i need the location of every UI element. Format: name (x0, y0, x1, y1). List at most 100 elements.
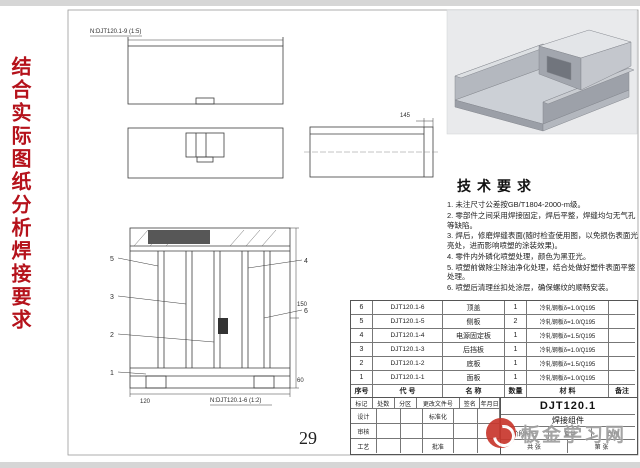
vertical-lesson-title: 结合实际图纸分析焊接要求 (8, 56, 30, 332)
parts-header-code: 代 号 (373, 385, 443, 397)
part-row-code: DJT120.1-3 (373, 343, 443, 357)
part-row-qty: 1 (505, 357, 527, 371)
front-dim-height-a: 150 (297, 302, 308, 308)
tech-requirement-item: 4. 零件内外磷化喷塑处理，颜色为黑亚光。 (447, 251, 591, 261)
sheet-frame (67, 9, 639, 456)
tb-label-process: 工艺 (351, 439, 377, 453)
view-middle (127, 127, 284, 179)
part-row-remark (609, 343, 635, 357)
part-row-name: 侧板 (443, 315, 505, 329)
tb-label-count: 处数 (372, 398, 395, 409)
tb-blank (400, 409, 423, 424)
part-row-code: DJT120.1-1 (373, 371, 443, 385)
part-row-material: 冷轧钢板δ=1.5/Q195 (527, 329, 609, 343)
part-row-remark (609, 315, 635, 329)
view-side (304, 118, 439, 178)
tech-requirement-item: 6. 喷塑后清理丝扣处涂层，确保螺纹的顺畅安装。 (447, 283, 613, 292)
callout-leaders (117, 257, 303, 375)
bottom-edge-strip (0, 462, 640, 468)
tb-blank (376, 409, 401, 424)
technical-requirements: 技术要求 1. 未注尺寸公差按GB/T1804-2000-m级。 2. 零部件之… (447, 176, 639, 294)
part-row-remark (609, 329, 635, 343)
part-row-no: 5 (351, 315, 373, 329)
parts-header-no: 序号 (351, 385, 373, 397)
tb-label-check: 审核 (351, 424, 377, 439)
page-number: 29 (299, 428, 317, 448)
tb-label-date: 年月日 (480, 398, 501, 409)
part-row-name: 面板 (443, 371, 505, 385)
part-row-no: 2 (351, 357, 373, 371)
part-row-qty: 2 (505, 315, 527, 329)
part-row-qty: 1 (505, 371, 527, 385)
part-row-material: 冷轧钢板δ=1.0/Q195 (527, 343, 609, 357)
parts-header-remark: 备注 (609, 385, 635, 397)
part-row-material: 冷轧钢板δ=1.0/Q195 (527, 371, 609, 385)
tb-blank (454, 439, 479, 453)
callout-2: 2 (110, 332, 114, 339)
tech-requirement-item: 5. 喷塑前做除尘除油净化处理，结合处做好塑件表面平整处理。 (447, 262, 636, 282)
part-row-no: 1 (351, 371, 373, 385)
tb-label-change-doc: 更改文件号 (416, 398, 461, 409)
tb-blank (377, 439, 401, 453)
tech-requirement-item: 1. 未注尺寸公差按GB/T1804-2000-m级。 (447, 200, 585, 209)
part-row-remark (609, 301, 635, 315)
part-row-code: DJT120.1-6 (373, 301, 443, 315)
part-row-material: 冷轧钢板δ=1.5/Q195 (527, 357, 609, 371)
tb-blank (400, 424, 423, 439)
part-row-qty: 1 (505, 329, 527, 343)
callout-5: 5 (110, 256, 114, 263)
tb-label-zone: 分区 (394, 398, 417, 409)
tb-label-weight: 重量 (549, 427, 592, 440)
tb-label-sheets: 共 张 (501, 440, 568, 453)
iso-render (446, 9, 638, 135)
part-row-material: 冷轧钢板δ=1.0/Q195 (527, 301, 609, 315)
part-row-remark (609, 371, 635, 385)
tb-blank (454, 424, 479, 439)
part-row-remark (609, 357, 635, 371)
tb-blank (376, 424, 401, 439)
title-block: 标记 处数 分区 更改文件号 签名 年月日 设计 标准化 审核 (350, 397, 638, 455)
tb-blank (401, 439, 423, 453)
front-view-label: N:DJT120.1-6 (1:2) (210, 398, 261, 404)
tb-label-standard: 标准化 (422, 409, 455, 424)
tb-label-approve: 批准 (423, 439, 455, 453)
part-row-no: 4 (351, 329, 373, 343)
tb-label-sign: 签名 (460, 398, 481, 409)
callout-4: 4 (304, 258, 308, 265)
part-row-qty: 1 (505, 343, 527, 357)
watermark: 板金学习网 (486, 418, 626, 448)
tb-blank (454, 409, 479, 424)
part-row-name: 电源固定板 (443, 329, 505, 343)
technical-requirements-title: 技术要求 (457, 178, 537, 194)
part-row-name: 后挡板 (443, 343, 505, 357)
tech-requirement-item: 3. 焊后，修磨焊缝表面(随时检查使用图，以免损伤表面光亮处，进而影响喷塑的涂装… (447, 231, 638, 250)
top-view-label: N:DJT120.1-9 (1:5) (90, 29, 141, 35)
part-row-code: DJT120.1-4 (373, 329, 443, 343)
part-row-code: DJT120.1-2 (373, 357, 443, 371)
part-row-code: DJT120.1-5 (373, 315, 443, 329)
tech-requirement-item: 2. 零部件之间采用焊接固定，焊后平整，焊缝均匀无气孔等缺陷。 (447, 210, 636, 230)
part-row-name: 顶盖 (443, 301, 505, 315)
front-dim-height-b: 60 (297, 378, 304, 384)
tb-part-name: 焊接组件 (501, 415, 635, 427)
part-row-qty: 1 (505, 301, 527, 315)
callout-6: 6 (304, 308, 308, 315)
callout-1: 1 (110, 370, 114, 377)
parts-header-name: 名 称 (443, 385, 505, 397)
parts-header-qty: 数量 (505, 385, 527, 397)
side-view-dim: 145 (400, 113, 411, 119)
callout-3: 3 (110, 294, 114, 301)
tb-part-code: DJT120.1 (501, 398, 635, 415)
watermark-logo-icon (486, 418, 516, 448)
tb-label-page-of: 第 张 (594, 445, 609, 451)
part-row-name: 底板 (443, 357, 505, 371)
tb-label-mark: 标记 (351, 398, 373, 409)
parts-header-material: 材 料 (527, 385, 609, 397)
tb-label-stage: 阶段标记 (501, 427, 549, 440)
part-row-no: 6 (351, 301, 373, 315)
tb-blank (422, 424, 455, 439)
tb-label-scale: 比例 (592, 427, 635, 440)
part-row-material: 冷轧钢板δ=1.0/Q195 (527, 315, 609, 329)
